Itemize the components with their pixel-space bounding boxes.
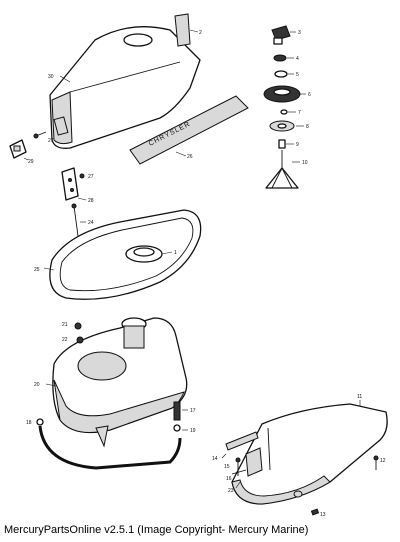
cowl-seal bbox=[49, 209, 202, 300]
callout-30: 30 bbox=[48, 74, 54, 80]
callout-22: 22 bbox=[62, 337, 68, 343]
callout-4: 4 bbox=[296, 56, 299, 62]
pan-screw-right bbox=[373, 455, 379, 470]
callout-7: 7 bbox=[298, 110, 301, 116]
starter-grommet bbox=[125, 245, 163, 263]
callout-6: 6 bbox=[308, 92, 311, 98]
callout-11: 11 bbox=[357, 394, 362, 400]
spring-cap bbox=[273, 54, 287, 62]
pan-bolt bbox=[231, 457, 247, 476]
callout-10: 10 bbox=[302, 160, 308, 166]
callout-28: 28 bbox=[88, 198, 94, 204]
pin bbox=[280, 109, 288, 115]
starter-spring-base bbox=[265, 150, 299, 189]
long-bolt bbox=[71, 203, 79, 237]
exploded-parts-diagram: 2 30 27 29 27 28 24 CHRYSLER 26 3 4 bbox=[9, 13, 388, 518]
callout-16: 16 bbox=[226, 476, 232, 482]
pan-strip bbox=[225, 431, 259, 451]
latch-plate bbox=[9, 139, 27, 159]
callout-9: 9 bbox=[296, 142, 299, 148]
drive-plate bbox=[269, 120, 295, 132]
hose-clamp bbox=[36, 418, 44, 426]
washer bbox=[274, 70, 288, 78]
bushing bbox=[278, 139, 286, 149]
callout-3: 3 bbox=[298, 30, 301, 36]
callout-23: 23 bbox=[228, 488, 234, 494]
pan-screw-bottom bbox=[310, 508, 320, 516]
callout-26: 26 bbox=[187, 154, 193, 160]
callout-13: 13 bbox=[320, 512, 326, 518]
callout-29: 29 bbox=[28, 159, 34, 165]
callout-8: 8 bbox=[306, 124, 309, 130]
callout-27b: 27 bbox=[88, 174, 94, 180]
nut bbox=[79, 173, 85, 179]
callout-27: 27 bbox=[48, 138, 54, 144]
pan-bracket bbox=[245, 447, 263, 477]
callout-25: 25 bbox=[34, 267, 40, 273]
callout-5: 5 bbox=[296, 72, 299, 78]
top-cowl bbox=[49, 26, 201, 149]
callout-18: 18 bbox=[26, 420, 32, 426]
callout-21: 21 bbox=[62, 322, 68, 328]
image-caption: MercuryPartsOnline v2.5.1 (Image Copyrig… bbox=[4, 524, 309, 536]
callout-12: 12 bbox=[380, 458, 386, 464]
starter-pulley bbox=[263, 85, 301, 103]
callout-15: 15 bbox=[224, 464, 230, 470]
fuel-hose bbox=[38, 425, 182, 470]
callout-19: 19 bbox=[190, 428, 196, 434]
callout-2: 2 bbox=[199, 30, 202, 36]
bottom-cowl-pan bbox=[231, 403, 388, 505]
fuel-connector bbox=[173, 401, 181, 432]
cowl-screw bbox=[33, 131, 47, 139]
lower-cowl bbox=[52, 317, 188, 448]
callout-1: 1 bbox=[174, 250, 177, 256]
callout-14: 14 bbox=[212, 456, 218, 462]
starter-knob bbox=[271, 25, 291, 45]
fuel-fitting bbox=[74, 322, 84, 344]
latch-bracket bbox=[61, 167, 79, 201]
callout-17: 17 bbox=[190, 408, 196, 414]
callout-24: 24 bbox=[88, 220, 94, 226]
cowl-tag bbox=[174, 13, 191, 47]
callout-20: 20 bbox=[34, 382, 40, 388]
